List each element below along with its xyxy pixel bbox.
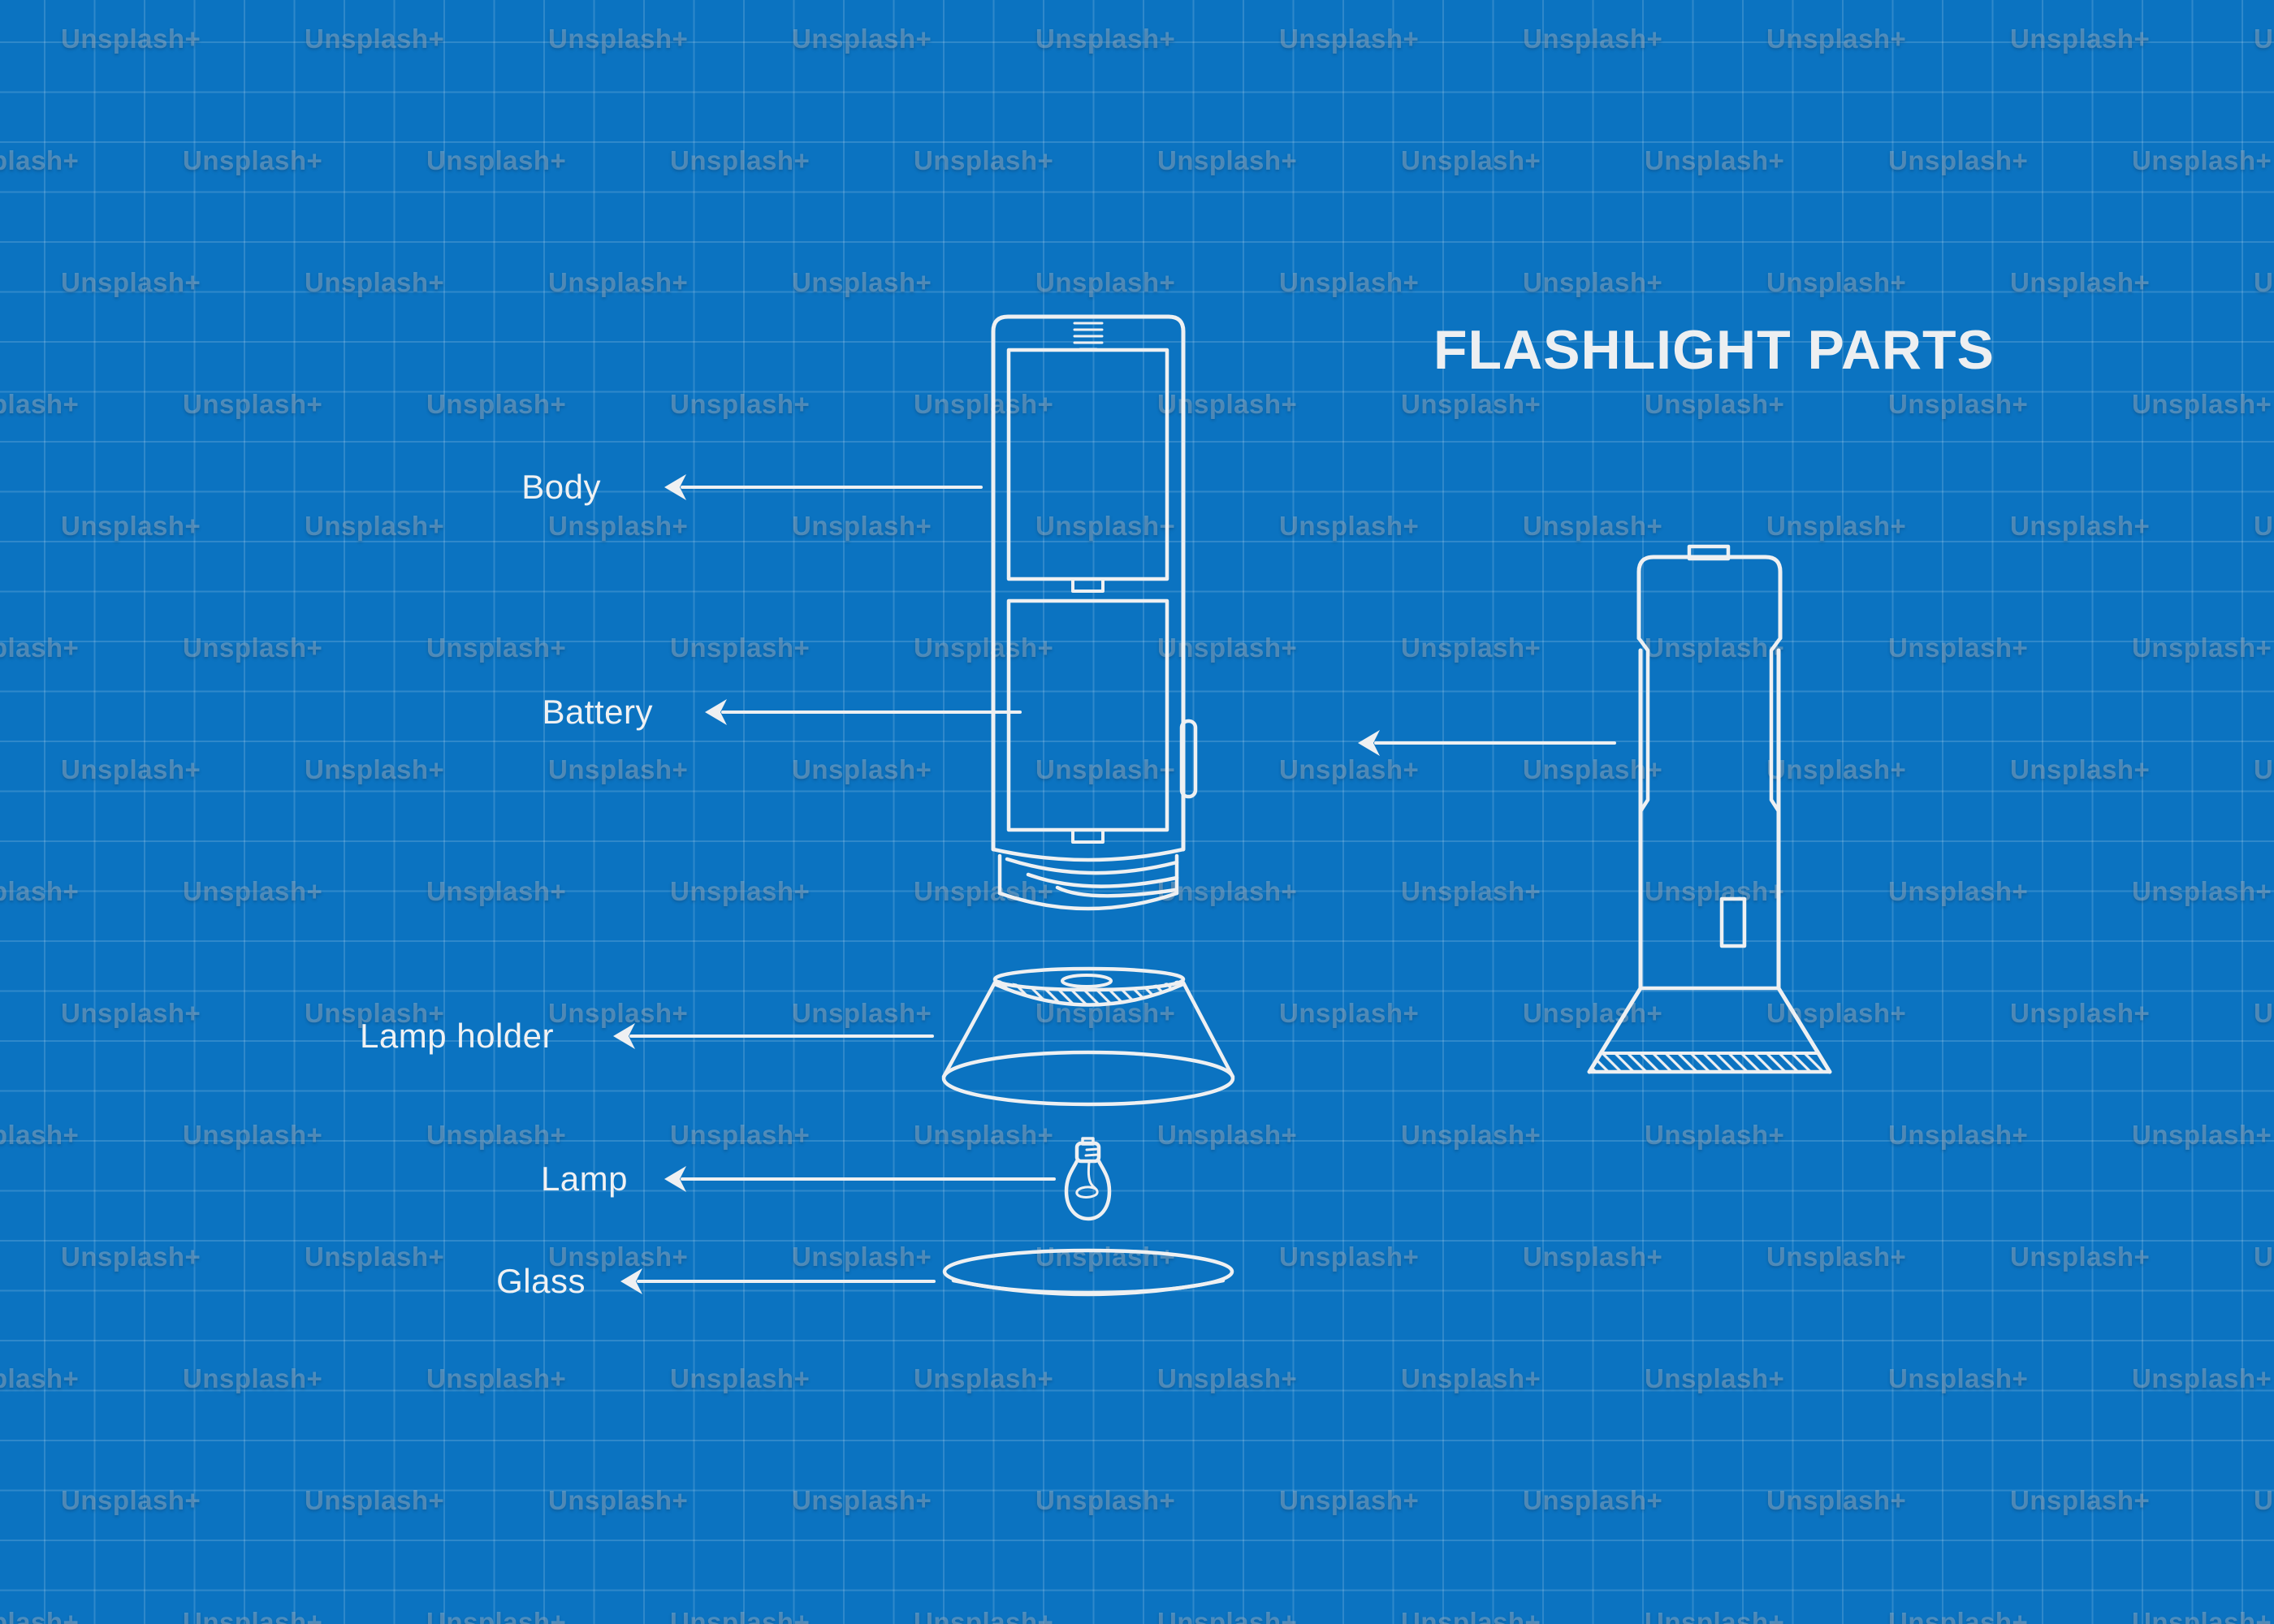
assembled-flashlight-drawing xyxy=(1587,544,1832,1074)
assembled-head-hatch-band xyxy=(1589,1053,1830,1072)
body-bottom-cap xyxy=(991,847,1186,911)
body-grip-lines xyxy=(1073,322,1104,351)
label-arrows xyxy=(613,474,1616,1294)
assembled-switch xyxy=(1719,896,1747,948)
assembled-head xyxy=(1587,986,1832,1074)
label-battery: Battery xyxy=(542,693,653,731)
assembled-flashlight-arrow xyxy=(1358,730,1616,756)
lamp-holder-arrow xyxy=(613,1023,934,1049)
exploded-flashlight-drawing xyxy=(941,314,1235,1297)
battery-panel-tab xyxy=(1071,828,1105,844)
page-title: FLASHLIGHT PARTS xyxy=(1433,319,1995,381)
label-lamp-holder: Lamp holder xyxy=(360,1017,554,1055)
label-glass: Glass xyxy=(496,1262,586,1300)
label-body: Body xyxy=(521,468,601,506)
battery-panel xyxy=(1006,598,1169,832)
lamp-holder-hole xyxy=(1061,974,1113,988)
label-lamp: Lamp xyxy=(540,1160,628,1198)
body-upper-panel xyxy=(1006,348,1169,581)
battery-arrow xyxy=(705,699,1022,725)
lamp-arrow xyxy=(664,1166,1056,1192)
flashlight-body-drawing xyxy=(991,314,1198,911)
lamp-filament xyxy=(1075,1160,1099,1199)
body-arrow xyxy=(664,474,983,500)
lamp-holder-drawing xyxy=(941,966,1235,1107)
lamp-holder-hatch-band xyxy=(995,979,1183,1005)
lamp-drawing xyxy=(1064,1137,1112,1221)
body-panel-tab xyxy=(1071,577,1105,593)
glass-drawing xyxy=(942,1248,1234,1297)
glass-arrow xyxy=(620,1268,936,1294)
body-side-switch xyxy=(1179,719,1198,799)
